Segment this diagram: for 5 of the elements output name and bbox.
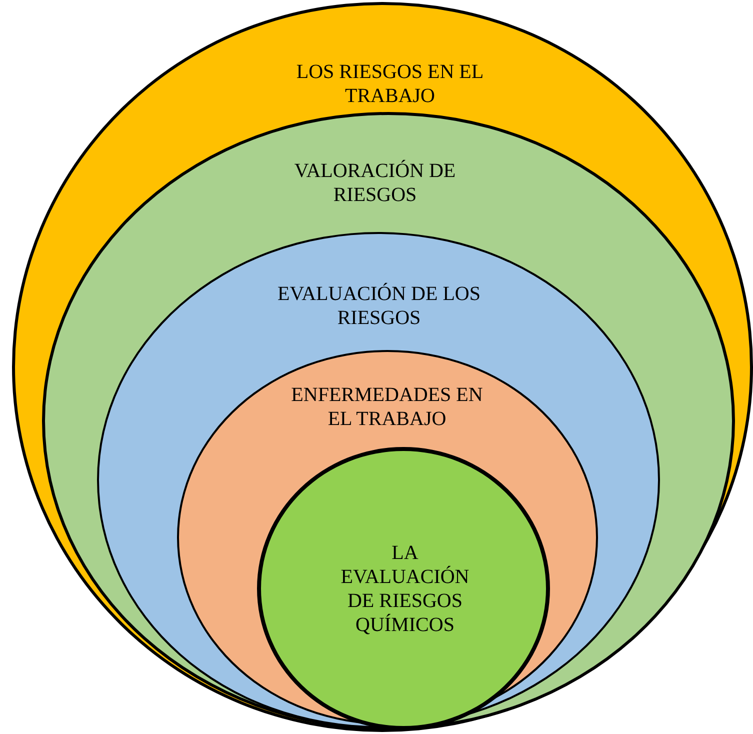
region-label: VALORACIÓN DE RIESGOS bbox=[293, 159, 457, 207]
region-label: ENFERMEDADES EN EL TRABAJO bbox=[290, 383, 484, 431]
region-label: LOS RIESGOS EN EL TRABAJO bbox=[295, 60, 485, 108]
region-label: EVALUACIÓN DE LOS RIESGOS bbox=[276, 282, 482, 330]
region-label: LA EVALUACIÓN DE RIESGOS QUÍMICOS bbox=[340, 541, 470, 637]
